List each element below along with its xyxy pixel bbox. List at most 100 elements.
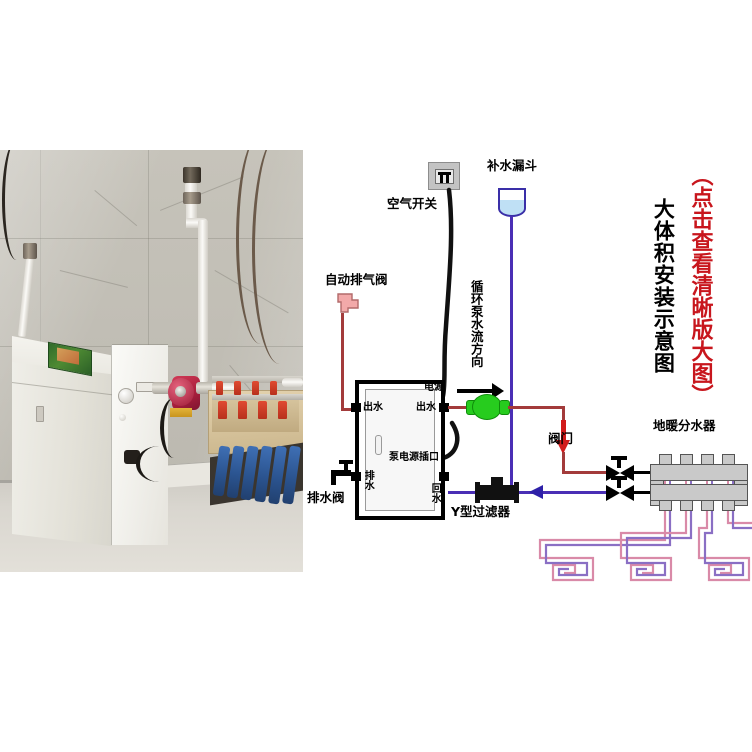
manifold-valve	[258, 401, 267, 419]
drain-valve-body	[331, 470, 351, 476]
pipe-fitting-top	[183, 167, 201, 183]
cabinet-left-panel	[12, 362, 112, 547]
cabinet-top-edge	[112, 344, 168, 345]
y-filter-flange	[514, 482, 519, 503]
valve-stem	[617, 478, 621, 488]
cabinet-lock	[36, 406, 44, 422]
vent-riser-pipe	[341, 313, 344, 410]
y-filter-flange	[475, 482, 480, 503]
boiler-outlet-port-left	[351, 403, 361, 412]
manifold-lower-bar	[212, 394, 303, 400]
cabinet-edge	[111, 345, 112, 545]
boiler-return-port	[439, 472, 449, 481]
y-filter-body	[478, 485, 516, 500]
manifold-upper-tab	[659, 454, 672, 465]
manifold-lower-tab	[680, 500, 693, 511]
boiler-drain-label: 排水	[362, 470, 374, 490]
wall-seam	[0, 238, 303, 239]
flow-arrow-shaft	[457, 389, 493, 393]
wall-seam	[148, 150, 149, 480]
drain-valve-spout	[331, 474, 336, 485]
schematic-title: 大体积安装示意图	[651, 198, 676, 374]
manifold-valve	[252, 381, 259, 395]
floor-manifold-label: 地暖分水器	[653, 418, 716, 433]
wall-cable	[236, 150, 285, 344]
valve-right-cone	[620, 485, 634, 501]
auto-vent-valve-icon	[337, 293, 359, 313]
manifold-lower-tab	[659, 500, 672, 511]
flow-arrow-head	[492, 383, 504, 399]
return-pipe	[448, 491, 606, 494]
return-flow-arrow	[529, 485, 543, 499]
wall-cable	[252, 150, 303, 364]
makeup-funnel-rim	[498, 188, 526, 200]
manifold-upper-bar	[212, 376, 303, 383]
valve-stem	[617, 458, 621, 468]
makeup-water-pipe	[510, 216, 513, 493]
manifold-valve	[218, 401, 227, 419]
valve-label: 阀门	[548, 431, 574, 446]
wall-pipe-elbow	[186, 218, 208, 228]
installation-schematic: 大体积安装示意图 （点击查看清晰版大图） 空气开关 补水漏斗 自动排气阀	[303, 140, 752, 620]
installation-photo	[0, 150, 303, 572]
wall-pipe	[186, 204, 197, 220]
supply-flow-arrow-shaft	[561, 420, 566, 442]
pump-flow-direction-label: 循环泵水流方向	[468, 280, 484, 368]
boiler-outlet-label-right: 出水	[416, 402, 436, 413]
boiler-power-label: 电源	[424, 382, 444, 393]
pump-center-cap	[175, 386, 186, 397]
y-filter-label: Y型过滤器	[451, 504, 511, 519]
manifold-valve	[270, 381, 277, 395]
manifold-valve	[234, 381, 241, 395]
pump-power-cable	[136, 446, 182, 482]
supply-pipe-down-2	[562, 452, 565, 474]
supply-pipe-to-pump	[448, 406, 473, 409]
manifold-upper-bar	[650, 464, 748, 481]
breaker-pole	[440, 172, 443, 183]
valve-left-cone	[606, 485, 620, 501]
drain-valve-stem	[344, 462, 348, 472]
pump-power-socket-label: 泵电源插口	[389, 452, 439, 463]
pump-outlet-pipe	[212, 383, 234, 393]
manifold-upper-tab	[722, 454, 735, 465]
cabinet-knob	[118, 388, 134, 404]
manifold-lower-bar	[650, 484, 748, 501]
drain-valve-label: 排水阀	[307, 490, 345, 505]
manifold-valve	[216, 381, 223, 395]
boiler-drain-port	[351, 472, 361, 481]
valve-outlet-pipe	[634, 471, 652, 474]
manifold-upper-tab	[701, 454, 714, 465]
manifold-upper-tab	[680, 454, 693, 465]
makeup-funnel-label: 补水漏斗	[487, 158, 538, 173]
wall-cable	[2, 150, 31, 260]
sticker-artwork	[57, 347, 79, 365]
cabinet-front-panel	[111, 345, 168, 545]
valve-inlet-pipe	[634, 491, 652, 494]
cabinet-indicator	[119, 414, 126, 421]
boiler-return-label: 回水	[429, 483, 441, 503]
manifold-valve	[238, 401, 247, 419]
supply-pipe-to-valve	[562, 471, 606, 474]
boiler-door-handle	[375, 435, 382, 455]
wall-seam	[40, 150, 41, 480]
breaker-pole	[446, 172, 449, 183]
pipe-fitting	[183, 192, 201, 204]
pump-power-cable	[160, 398, 188, 458]
manifold-lower-tab	[701, 500, 714, 511]
breaker-bar	[438, 172, 451, 175]
pipe-fitting	[23, 243, 37, 259]
air-switch-icon	[428, 162, 460, 190]
manifold-lower-tab	[722, 500, 735, 511]
pump-nameplate	[170, 408, 192, 417]
schematic-subtitle: （点击查看清晰版大图）	[687, 164, 713, 406]
boiler-outlet-label-left: 出水	[363, 402, 383, 413]
supply-flow-arrow-head	[556, 440, 570, 454]
manifold-valve	[278, 401, 287, 419]
y-filter-cap	[491, 477, 503, 486]
floor-loop-network	[538, 511, 752, 582]
supply-pipe-after-pump	[508, 406, 565, 409]
auto-vent-valve-label: 自动排气阀	[325, 272, 388, 287]
air-switch-label: 空气开关	[387, 196, 438, 211]
boiler-outlet-port-right	[439, 403, 449, 412]
